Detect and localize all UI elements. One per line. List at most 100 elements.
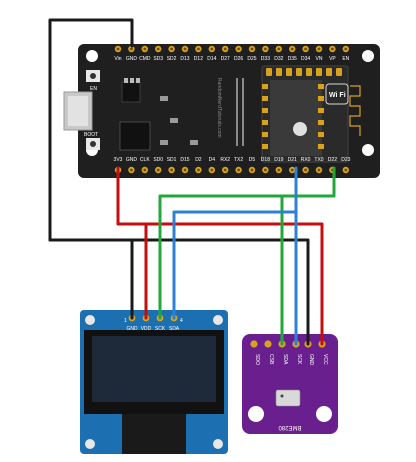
regulator-pin-3 <box>136 78 140 83</box>
module-pad <box>318 132 324 137</box>
module-pad <box>266 68 272 76</box>
module-pad <box>276 68 282 76</box>
header-pin-hole <box>304 47 307 51</box>
oled-pin-number-first: 1 <box>124 318 127 324</box>
pin-label-vin: Vin <box>114 56 121 62</box>
pin-label-d32: D32 <box>274 56 283 62</box>
smd-component <box>160 96 168 101</box>
module-pad <box>316 68 322 76</box>
module-pad <box>326 68 332 76</box>
module-pad <box>262 132 268 137</box>
smd-component <box>160 140 168 145</box>
header-pin-hole <box>290 47 294 51</box>
pin-label-d35: D35 <box>288 56 297 62</box>
header-pin-hole <box>277 47 281 51</box>
header-pin-hole <box>250 47 254 51</box>
module-pad <box>262 108 268 113</box>
pin-label-d13: D13 <box>180 56 189 62</box>
module-pad <box>262 144 268 149</box>
header-pin-hole <box>143 168 147 172</box>
mount-hole-bottom-right <box>362 144 374 156</box>
oled-mount-hole <box>213 315 223 325</box>
pin-label-gnd: GND <box>126 157 138 163</box>
wire-black-esp-gnd-to-oled-gnd <box>48 18 134 320</box>
module-pad <box>286 68 292 76</box>
pin-label-clk: CLK <box>140 157 150 163</box>
module-pad <box>262 84 268 89</box>
pin-label-sd3: SD3 <box>153 56 163 62</box>
header-pin-hole <box>344 168 348 172</box>
voltage-regulator <box>121 81 141 103</box>
espressif-logo <box>293 122 307 136</box>
pin-label-tx2: TX2 <box>234 157 243 163</box>
pin-label-d15: D15 <box>180 157 189 163</box>
pin-label-rx0: RX0 <box>301 157 311 163</box>
header-pin-hole <box>290 168 294 172</box>
wires <box>48 18 336 346</box>
wroom-shield <box>270 80 322 156</box>
bme280-pin-label-csb: CSB <box>268 354 274 365</box>
bme280-pin-label-sdo: SDO <box>254 354 260 365</box>
header-pin-hole <box>170 47 174 51</box>
pin-label-gnd: GND <box>126 56 138 62</box>
smd-component <box>170 118 178 123</box>
esp32-board: EN BOOT RandomNerdTutorials.com Wi Fi <box>63 44 380 178</box>
pin-label-vn: VN <box>316 56 323 62</box>
module-pad <box>336 68 342 76</box>
header-pin-hole <box>183 47 187 51</box>
module-pad <box>318 144 324 149</box>
header-pin-hole <box>156 47 160 51</box>
pcb-trace <box>236 78 238 146</box>
wire-green-d22-to-oled-sck <box>158 166 336 320</box>
pin-label-vp: VP <box>329 56 336 62</box>
pin-label-d23: D23 <box>341 157 350 163</box>
bme280-mount-hole <box>248 406 264 422</box>
oled-pin-label-vdd: VDD <box>141 326 152 332</box>
pin-label-d27: D27 <box>221 56 230 62</box>
header-pin-hole <box>237 168 241 172</box>
header-pin-hole <box>197 168 200 172</box>
boot-button-label: BOOT <box>84 132 98 138</box>
module-pins-left <box>262 84 268 149</box>
module-pad <box>306 68 312 76</box>
header-pin-hole <box>223 168 227 172</box>
header-pin-hole <box>331 47 334 51</box>
header-pin-hole <box>130 168 133 172</box>
pin-label-d14: D14 <box>207 56 216 62</box>
module-pad <box>318 84 324 89</box>
module-pad <box>318 120 324 125</box>
pin-label-3v3: 3V3 <box>114 157 123 163</box>
header-pin-hole <box>183 168 187 172</box>
oled-pin-label-gnd: GND <box>126 326 138 332</box>
bme280-pcb <box>242 334 338 434</box>
pin-label-d12: D12 <box>194 56 203 62</box>
wire-red-3v3-to-bme-vcc <box>144 222 324 346</box>
header-pin-hole <box>210 47 214 51</box>
pin-label-d22: D22 <box>328 157 337 163</box>
module-pad <box>262 120 268 125</box>
bme280-pin-label-gnd: GND <box>308 354 314 366</box>
bme280-pin-label-sda: SDA <box>282 354 288 365</box>
bme280-pin-label-vcc: VCC <box>322 354 328 365</box>
usb-uart-chip <box>119 121 151 151</box>
header-pin-hole <box>116 47 120 51</box>
pin-label-d4: D4 <box>209 157 216 163</box>
brand-vertical-text: RandomNerdTutorials.com <box>216 78 222 138</box>
oled-ribbon-cable <box>122 414 186 454</box>
header-pin-hole <box>264 168 267 172</box>
pin-label-d5: D5 <box>249 157 256 163</box>
module-pad <box>318 96 324 101</box>
pin-label-d34: D34 <box>301 56 310 62</box>
pcb-trace <box>242 78 244 146</box>
boot-button-cap <box>90 141 96 147</box>
header-pin-hole <box>264 47 267 51</box>
pin-label-d18: D18 <box>261 157 270 163</box>
module-pad <box>318 108 324 113</box>
bme280-pin <box>264 340 272 348</box>
header-pin-hole <box>210 168 214 172</box>
pin-label-sd0: SD0 <box>153 157 163 163</box>
header-pin-hole <box>156 168 160 172</box>
